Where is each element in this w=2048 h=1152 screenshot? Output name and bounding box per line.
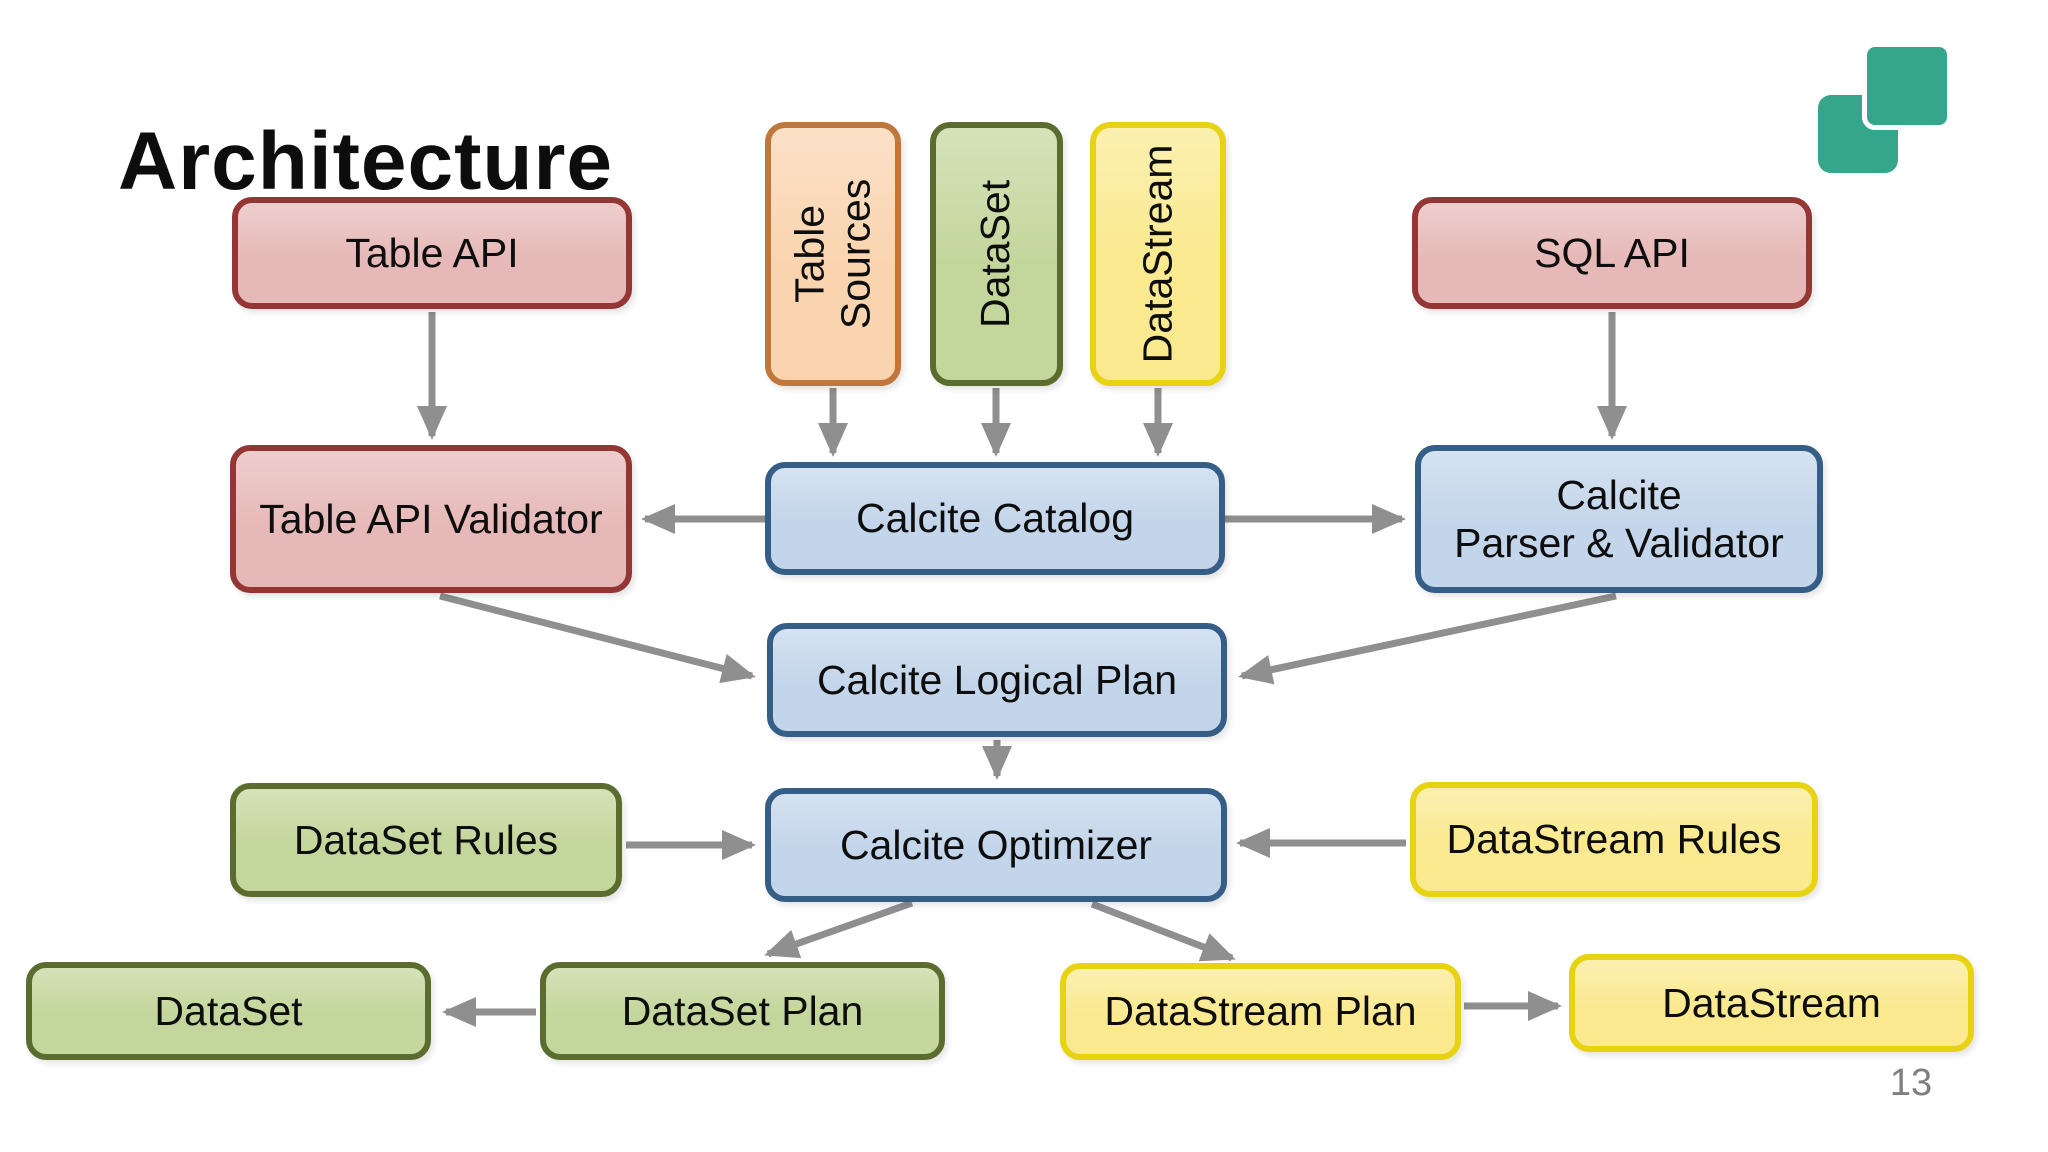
page-number: 13 bbox=[1889, 1062, 1933, 1104]
arrow-optimizer-to-datastream-plan bbox=[1090, 900, 1236, 962]
node-datastream-output: DataStream bbox=[1569, 954, 1974, 1052]
node-datastream-rules-label: DataStream Rules bbox=[1446, 816, 1782, 863]
node-dataset-plan-label: DataSet Plan bbox=[621, 987, 864, 1034]
arrow-optimizer-to-dataset-plan bbox=[764, 899, 914, 959]
node-datastream-output-label: DataStream bbox=[1662, 979, 1881, 1026]
node-dataset-rules-label: DataSet Rules bbox=[293, 816, 559, 863]
node-dataset-input-label: DataSet bbox=[972, 179, 1019, 329]
node-calcite-logical-plan: Calcite Logical Plan bbox=[767, 623, 1227, 737]
arrow-validator-to-logical-plan bbox=[439, 592, 756, 684]
node-calcite-catalog: Calcite Catalog bbox=[765, 462, 1225, 575]
node-datastream-plan: DataStream Plan bbox=[1060, 963, 1461, 1060]
node-calcite-catalog-label: Calcite Catalog bbox=[855, 495, 1135, 542]
node-calcite-optimizer-label: Calcite Optimizer bbox=[839, 821, 1153, 868]
node-dataset-input: DataSet bbox=[930, 122, 1063, 386]
node-calcite-optimizer: Calcite Optimizer bbox=[765, 788, 1227, 902]
node-calcite-parser-validator-label: Calcite Parser & Validator bbox=[1454, 471, 1784, 566]
node-table-api-validator: Table API Validator bbox=[230, 445, 632, 593]
node-table-api-validator-label: Table API Validator bbox=[259, 495, 603, 542]
arrow-parser-to-logical-plan bbox=[1238, 592, 1617, 685]
node-sql-api-label: SQL API bbox=[1534, 229, 1690, 276]
node-table-sources-label: Table Sources bbox=[786, 178, 879, 330]
logo-square-front-icon bbox=[1862, 42, 1952, 130]
node-calcite-parser-validator: Calcite Parser & Validator bbox=[1415, 445, 1823, 593]
node-datastream-input-label: DataStream bbox=[1134, 144, 1181, 364]
slide-title: Architecture bbox=[118, 115, 614, 207]
node-table-api: Table API bbox=[232, 197, 632, 309]
node-dataset-output: DataSet bbox=[26, 962, 431, 1060]
node-datastream-plan-label: DataStream Plan bbox=[1104, 988, 1417, 1035]
node-table-sources: Table Sources bbox=[765, 122, 901, 386]
node-dataset-rules: DataSet Rules bbox=[230, 783, 622, 897]
node-datastream-input: DataStream bbox=[1090, 122, 1226, 386]
node-sql-api: SQL API bbox=[1412, 197, 1812, 309]
node-dataset-plan: DataSet Plan bbox=[540, 962, 945, 1060]
node-table-api-label: Table API bbox=[345, 229, 519, 276]
node-calcite-logical-plan-label: Calcite Logical Plan bbox=[816, 656, 1178, 703]
node-dataset-output-label: DataSet bbox=[154, 987, 303, 1034]
node-datastream-rules: DataStream Rules bbox=[1410, 782, 1818, 897]
